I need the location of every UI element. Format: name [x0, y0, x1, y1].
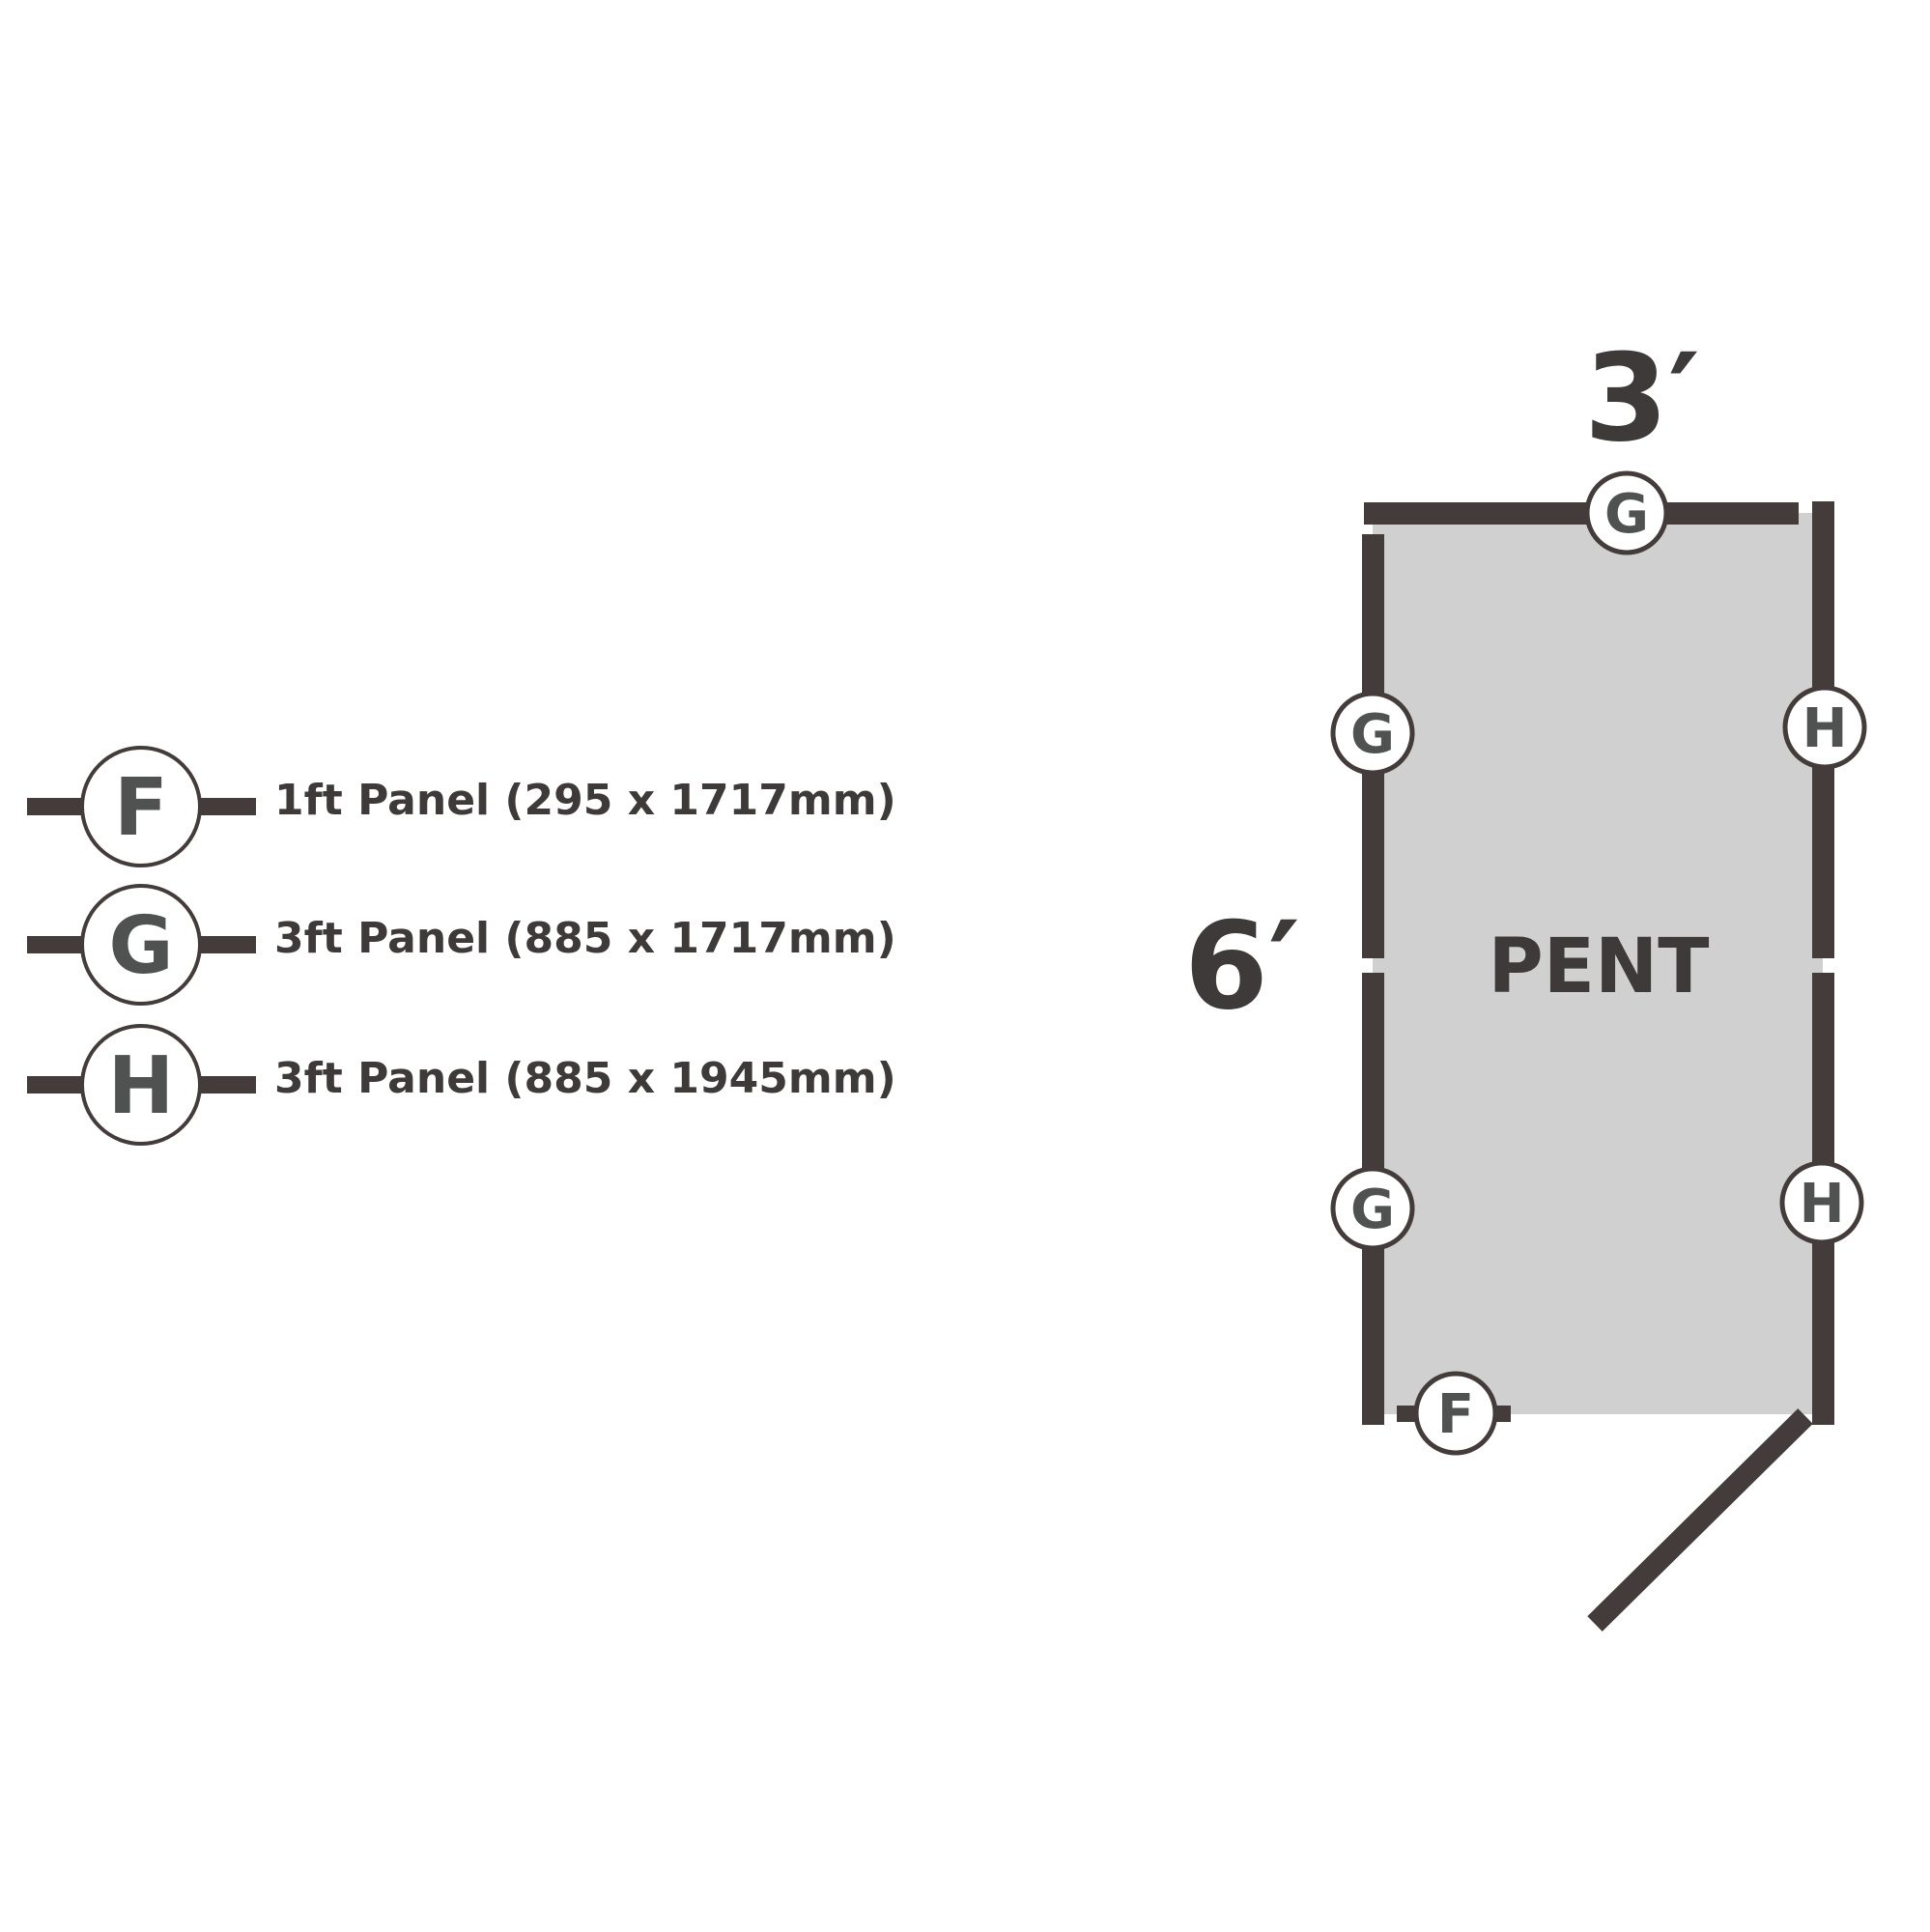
panel-marker-letter: F [114, 762, 168, 854]
svg-text:H: H [1802, 697, 1848, 760]
door-swing [1587, 1408, 1813, 1632]
legend-item-g: G 3ft Panel (885 x 1717mm) [27, 884, 896, 1006]
legend-text: 3ft Panel (885 x 1717mm) [274, 914, 896, 963]
marker-left-g-1: G [1330, 691, 1415, 776]
depth-dimension-label: 6′ [1184, 896, 1300, 1037]
svg-text:G: G [1350, 1179, 1395, 1241]
panel-marker-circle [80, 746, 202, 867]
top-wall [1364, 502, 1799, 525]
marker-top-g: G [1584, 470, 1669, 555]
floor-plan: 3′ 6′ PENT G G G H H F [1184, 328, 1867, 1632]
panel-marker-letter: G [108, 900, 173, 992]
panel-marker-circle [80, 1024, 202, 1146]
panel-marker-circle [80, 884, 202, 1006]
svg-text:H: H [1800, 1173, 1845, 1236]
marker-right-h-2: H [1779, 1160, 1864, 1245]
legend-item-h: H 3ft Panel (885 x 1945mm) [27, 1024, 896, 1146]
svg-text:F: F [1437, 1383, 1474, 1446]
legend-text: 3ft Panel (885 x 1945mm) [274, 1054, 896, 1103]
legend-text: 1ft Panel (295 x 1717mm) [274, 776, 896, 825]
marker-right-h-1: H [1782, 685, 1867, 770]
panel-marker-letter: H [108, 1040, 175, 1132]
legend-item-f: F 1ft Panel (295 x 1717mm) [27, 746, 896, 867]
legend: F 1ft Panel (295 x 1717mm) G 3ft Panel (… [27, 746, 896, 1146]
svg-text:G: G [1604, 483, 1649, 546]
floor-area [1373, 513, 1823, 1414]
marker-left-g-2: G [1330, 1166, 1415, 1251]
roof-type-label: PENT [1489, 923, 1710, 1010]
width-dimension-label: 3′ [1584, 328, 1700, 469]
marker-front-f: F [1413, 1371, 1498, 1456]
svg-text:G: G [1350, 703, 1395, 766]
